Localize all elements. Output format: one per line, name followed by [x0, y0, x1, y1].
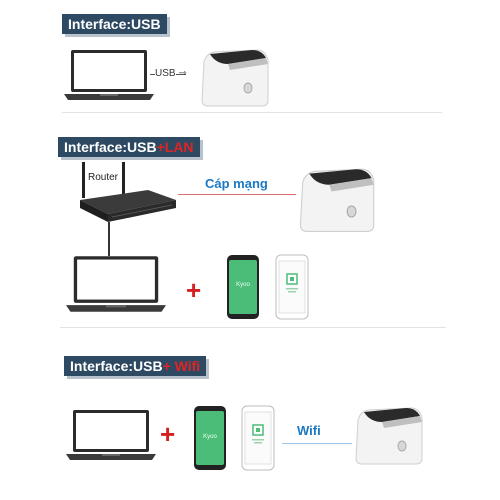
lan-cable-label: Cáp mạng [205, 176, 268, 191]
plus-sign: + [160, 419, 176, 449]
section-divider [62, 112, 442, 113]
lan-cable [178, 194, 296, 195]
badge-extra-text: +LAN [156, 139, 194, 155]
laptop-icon [62, 48, 156, 102]
smartphone-icon [193, 405, 227, 471]
wifi-link-line [282, 443, 352, 444]
section-divider [60, 327, 446, 328]
badge-text: Interface:USB [68, 16, 161, 32]
usb-label: USB ⇾ [155, 68, 187, 79]
section-1-badge: Interface:USB [62, 14, 167, 34]
section-2-badge: Interface:USB+LAN [58, 137, 200, 157]
badge-text: Interface:USB [70, 358, 163, 374]
wifi-label: Wifi [297, 423, 321, 438]
printer-icon [352, 400, 424, 466]
laptop-icon [64, 408, 158, 462]
phone-app-label: Kyoo [203, 434, 217, 440]
laptop-icon [62, 254, 170, 314]
network-link-line [108, 222, 110, 256]
router-label: Router [88, 172, 119, 183]
smartphone-icon [226, 254, 260, 320]
plus-sign: + [186, 275, 202, 305]
printer-icon [198, 42, 270, 108]
printer-icon [296, 160, 376, 234]
usb-plug-icon: ⇾ [175, 68, 187, 79]
badge-text: Interface:USB [64, 139, 157, 155]
router-icon [78, 160, 178, 224]
section-3-badge: Interface:USB+ Wifi [64, 356, 207, 376]
smartphone-icon [275, 254, 309, 320]
smartphone-icon [241, 405, 275, 471]
badge-extra-text: + Wifi [162, 358, 201, 374]
phone-app-label: Kyoo [236, 282, 250, 288]
